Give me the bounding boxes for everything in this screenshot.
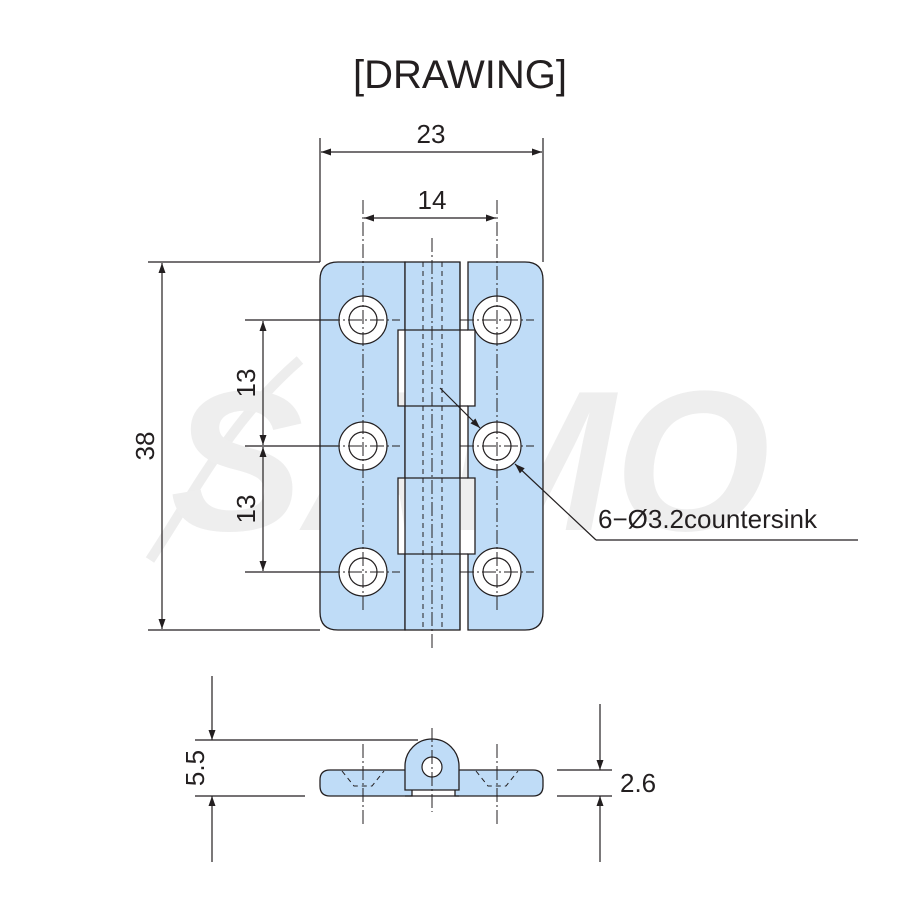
hole-callout-label: 6−Ø3.2countersink — [598, 504, 818, 534]
dimension-overall-width: 23 — [319, 119, 544, 262]
dimension-hole-pitch-lower: 13 — [231, 447, 338, 573]
dim-overall-height-label: 38 — [130, 432, 160, 461]
drawing-title: [DRAWING] — [353, 53, 567, 97]
dimension-hole-pitch-upper: 13 — [231, 319, 338, 447]
hole-centerlines — [326, 200, 534, 612]
dimension-total-thickness: 5.5 — [180, 676, 418, 862]
dimension-overall-height: 38 — [130, 261, 320, 631]
dim-hole-pitch-lower-label: 13 — [231, 495, 261, 524]
side-right-plate — [454, 769, 544, 797]
side-left-plate — [319, 769, 413, 797]
front-view: 23 14 38 13 13 — [130, 119, 858, 650]
dim-overall-width-label: 23 — [417, 119, 446, 149]
hole-bottom-right — [472, 547, 522, 597]
dimension-leaf-thickness: 2.6 — [557, 704, 656, 862]
dim-total-thickness-label: 5.5 — [180, 750, 210, 786]
dimension-hole-pitch-width: 14 — [364, 185, 496, 222]
side-view: 5.5 2.6 — [180, 676, 656, 862]
dim-hole-pitch-upper-label: 13 — [231, 369, 261, 398]
dim-hole-pitch-width-label: 14 — [418, 185, 447, 215]
dim-leaf-thickness-label: 2.6 — [620, 768, 656, 798]
hole-callout-leader: 6−Ø3.2countersink — [439, 387, 858, 541]
